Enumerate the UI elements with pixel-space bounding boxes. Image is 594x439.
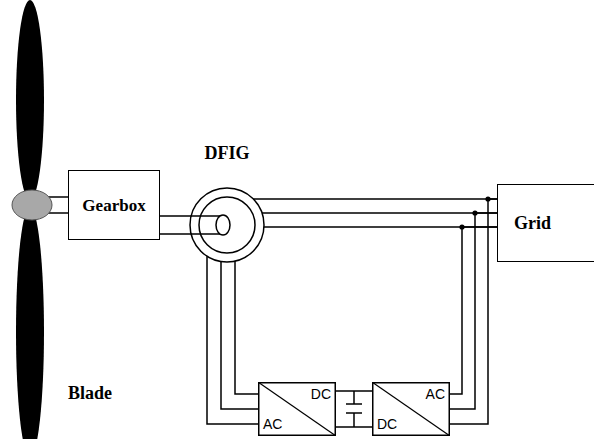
generator-heading: DFIG <box>170 144 284 162</box>
blade-label: Blade <box>68 384 112 402</box>
grid-box: Grid <box>497 184 594 262</box>
generator-ring <box>190 188 264 262</box>
converter-diagonal <box>258 382 336 436</box>
junction-dot <box>459 224 464 229</box>
generator-outline <box>190 188 264 262</box>
box-label: Grid <box>514 214 551 232</box>
hub <box>12 190 52 220</box>
wire-connector <box>336 391 372 427</box>
upper-blade <box>16 0 44 200</box>
wire-connector <box>450 199 497 424</box>
shaft-end <box>216 215 230 235</box>
converter-side-label: DC <box>311 387 331 401</box>
junction-dot <box>472 210 477 215</box>
wire-connector <box>160 216 223 234</box>
converter-diagonal <box>372 382 450 436</box>
lower-blade <box>16 207 44 439</box>
gearbox-box: Gearbox <box>68 170 160 240</box>
generator-circle: DFIG <box>190 188 264 262</box>
converter-side-label: AC <box>263 417 282 431</box>
wire-connector <box>207 256 258 424</box>
converter-side-label: DC <box>377 417 397 431</box>
capacitor-symbol <box>346 391 362 427</box>
wire-connector <box>253 199 497 227</box>
junction-dot <box>485 196 490 201</box>
converter-border <box>373 383 450 436</box>
converter-box: DC AC <box>258 382 336 436</box>
converter-box: AC DC <box>372 382 450 436</box>
converter-side-label: AC <box>426 387 445 401</box>
converter-border <box>259 383 336 436</box>
generator-ring <box>199 197 255 253</box>
box-label: Gearbox <box>82 197 145 214</box>
